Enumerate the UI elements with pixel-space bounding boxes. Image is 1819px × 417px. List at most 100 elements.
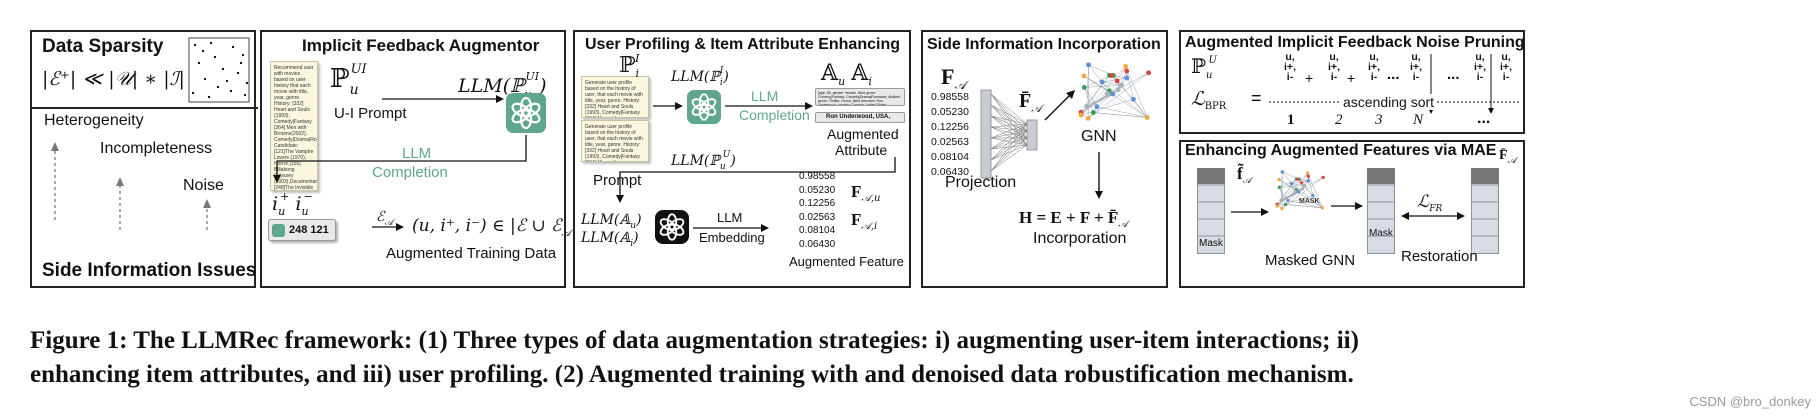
llm-user-label: LLM(ℙuU) [671, 150, 736, 172]
neural-projection-icon [980, 89, 1103, 199]
panel-user-profiling: User Profiling & Item Attribute Enhancin… [573, 30, 911, 288]
loss-glyph: ℒ [1191, 88, 1205, 110]
masked-gnn-label: Masked GNN [1265, 252, 1356, 269]
matrix-dot [204, 78, 206, 80]
scatter-matrix-icon [32, 37, 258, 230]
graph-edge [1125, 66, 1148, 118]
graph-node [1086, 62, 1091, 68]
graph-node [1078, 112, 1084, 118]
graph-edge [1101, 81, 1148, 118]
projection-link [990, 115, 1028, 146]
graph-edge [1081, 99, 1134, 116]
matrix-dot [217, 86, 219, 88]
graph-node [1320, 206, 1324, 210]
graph-edge [1279, 178, 1298, 188]
augmented-attribute-label-1: Augmented [827, 126, 899, 142]
graph-node [1303, 184, 1307, 188]
graph-node [1275, 204, 1279, 208]
rank-1: 1 [1287, 112, 1295, 128]
pair-triplet: u,i+,i- [1281, 52, 1299, 83]
graph-edge [1281, 177, 1324, 209]
projection-link [990, 123, 1028, 172]
loss-sub: BPR [1204, 101, 1227, 112]
graph-node [1300, 181, 1304, 185]
projection-link [990, 104, 1028, 139]
ids-text: 248 121 [289, 224, 329, 236]
graph-node [1119, 82, 1124, 88]
label-heterogeneity: Heterogeneity [44, 112, 144, 129]
tuple-text: (u, i⁺, i⁻) ∈ |ℰ ∪ ℰ [412, 216, 562, 236]
caption-line-1: Figure 1: The LLMRec framework: (1) Thre… [30, 327, 1359, 354]
graph-edge [1301, 172, 1308, 184]
graph-edge [1307, 172, 1323, 208]
edge-symbol-glyph: ℰ [376, 209, 385, 225]
matrix-dot [226, 80, 228, 82]
pair-pair_u: u, [1369, 51, 1379, 63]
feature-value: 0.05230 [799, 184, 836, 196]
openai-logo-icon [506, 93, 546, 133]
panel-title: Augmented Implicit Feedback Noise Prunin… [1185, 34, 1525, 51]
graph-node [1283, 202, 1288, 207]
graph-edge [1084, 87, 1094, 113]
knot-loop [511, 102, 531, 118]
prompt-item-symbol: ℙiI [619, 52, 640, 80]
graph-node [1277, 177, 1281, 182]
panel2-arrows [273, 95, 527, 231]
graph-edge [1096, 106, 1148, 118]
pair-pair_pos: i+, [1368, 61, 1380, 73]
graph-node [1296, 177, 1300, 181]
attribute-symbols: 𝔸u 𝔸i [821, 61, 872, 88]
figure-caption: Figure 1: The LLMRec framework: (1) Thre… [30, 324, 1800, 392]
panel-side-information: Side Information Incorporation F𝒜 0.9855… [921, 30, 1168, 288]
mask-label-mid: Mask [1369, 228, 1393, 239]
llm-item-label: LLM(ℙiI) [671, 66, 729, 88]
panel-implicit-feedback-augmentor: Implicit Feedback Augmentor Recommend us… [260, 30, 577, 288]
projection-link [990, 137, 1028, 161]
f-value: 0.12256 [931, 121, 969, 133]
openai-logo-icon [687, 90, 721, 124]
llm-word: LLM [751, 88, 779, 104]
llm-word: LLM [402, 145, 432, 162]
projection-link [990, 144, 1028, 161]
prompt-card-user: Generate user profile based on the histo… [581, 120, 649, 162]
projection-link [990, 115, 1028, 139]
graph-edge [1291, 180, 1309, 184]
projection-link [990, 130, 1028, 150]
prompt-symbol-glyph: ℙ [1191, 54, 1207, 78]
feature-value: 0.98558 [799, 171, 836, 182]
rank-2: 2 [1335, 112, 1343, 128]
graph-node [1081, 73, 1087, 79]
restoration-label: Restoration [1401, 248, 1478, 265]
graph-node [1277, 185, 1281, 189]
attr-symbol-u: 𝔸 [821, 61, 839, 86]
pair-pair_pos: i+, [1410, 61, 1422, 73]
projection-link [990, 104, 1028, 146]
f-symbol: F𝒜 [941, 64, 966, 92]
prompt-symbol: ℙuUI [330, 62, 367, 98]
matrix-dot [198, 62, 200, 64]
fbar-glyph: F̄ [1499, 148, 1508, 163]
tuple-formula: (u, i⁺, i⁻) ∈ |ℰ ∪ ℰ𝒜| [412, 216, 577, 239]
panel-title: Side Information Incorporation [927, 36, 1161, 53]
prompt-symbol: ℙuU [1191, 54, 1217, 81]
projection-link [990, 137, 1028, 172]
graph-node [1084, 103, 1090, 109]
pair-triplet: u,i+,i- [1325, 52, 1343, 83]
graph-node [1090, 110, 1096, 115]
pair-pair_pos: i+, [1474, 61, 1486, 73]
pair-pair_neg: i- [1330, 71, 1338, 83]
graph-node [1279, 198, 1283, 202]
watermark: CSDN @bro_donkey [1689, 394, 1811, 409]
graph-network-icon [1078, 62, 1152, 121]
llm-item-text: LLM(ℙ [671, 69, 720, 85]
mask-label: Mask [1199, 238, 1223, 249]
graph-node [1131, 96, 1136, 102]
llm-a-u: LLM(𝔸u) [581, 212, 642, 231]
augmented-training-label: Augmented Training Data [386, 245, 557, 262]
panel-footer-title: Side Information Issues [42, 260, 257, 281]
panel-data-sparsity: Data Sparsity |ℰ⁺| ≪ |𝒰| ∗ |ℐ| Heterogen… [30, 30, 258, 288]
projection-link [990, 126, 1028, 139]
matrix-dot [202, 50, 204, 52]
plus-sign: + [1347, 70, 1356, 86]
prompt-card-text-2: Generate user profile based on the histo… [585, 124, 643, 161]
